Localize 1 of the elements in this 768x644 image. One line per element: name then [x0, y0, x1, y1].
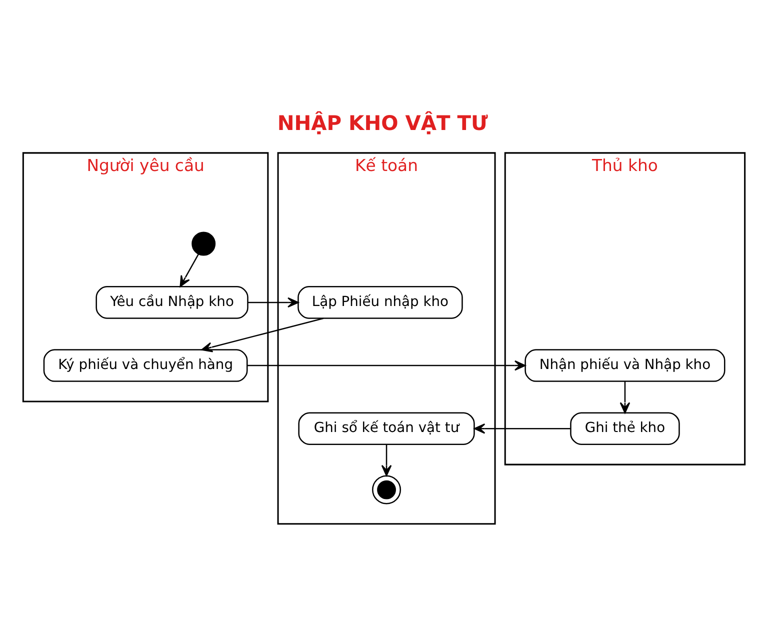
- diagram-title: NHẬP KHO VẬT TƯ: [277, 110, 488, 135]
